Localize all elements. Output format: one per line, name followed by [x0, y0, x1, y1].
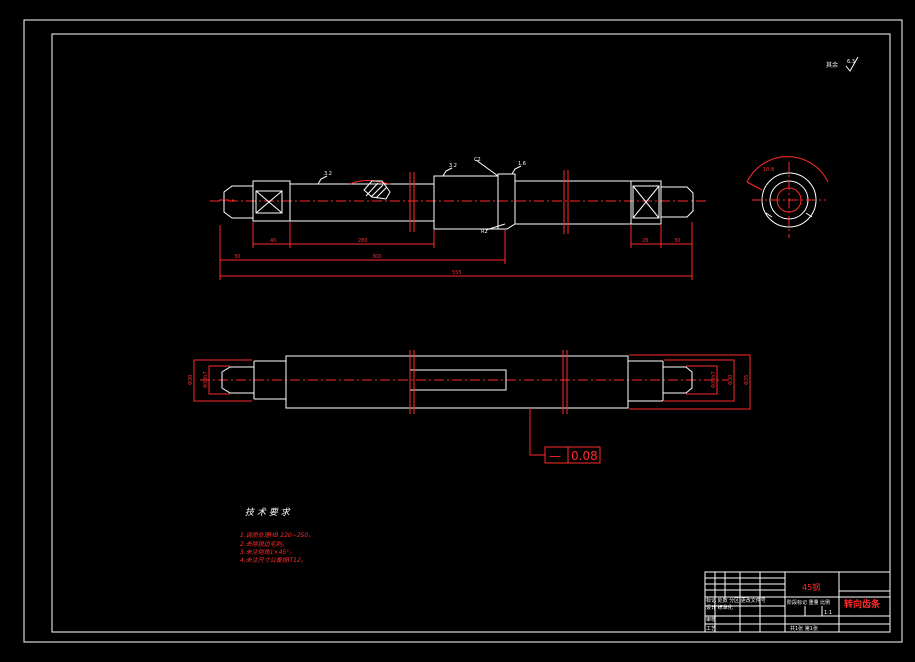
- svg-text:3.2: 3.2: [449, 163, 457, 169]
- tech-requirements: 技 术 要 求 1.调质处理HB 220~250。 2.去除锐边毛刺。 3.未注…: [240, 507, 314, 564]
- svg-text:28: 28: [642, 238, 648, 244]
- tolerance-frame: — 0.08: [544, 446, 601, 464]
- svg-text:C2: C2: [474, 157, 481, 163]
- svg-text:6.3: 6.3: [847, 59, 855, 65]
- svg-text:Φ35: Φ35: [744, 375, 750, 385]
- inner-border: [51, 33, 891, 633]
- svg-text:280: 280: [358, 238, 368, 244]
- tech-requirements-title: 技 术 要 求: [245, 507, 291, 518]
- svg-text:1:1: 1:1: [824, 610, 832, 616]
- svg-text:555: 555: [452, 270, 462, 276]
- svg-text:30: 30: [234, 254, 240, 260]
- part-name: 转向齿条: [844, 598, 881, 610]
- title-block: 45钢 转向齿条 标记 处数 分区 更改文件号 设计 标准化 审核 工艺 阶段标…: [704, 571, 891, 633]
- svg-text:标记 处数 分区 更改文件号: 标记 处数 分区 更改文件号: [706, 597, 766, 604]
- svg-text:Φ30h7: Φ30h7: [711, 371, 717, 388]
- outer-border: [23, 19, 903, 643]
- svg-text:—: —: [549, 449, 561, 463]
- svg-text:1.6: 1.6: [518, 161, 526, 167]
- roughness-general: 其余 6.3: [826, 56, 859, 72]
- svg-text:R2: R2: [481, 229, 488, 235]
- tech-item-4: 4.未注尺寸公差按IT12。: [240, 556, 307, 564]
- svg-text:40: 40: [270, 238, 276, 244]
- front-view: 555 30 300 40 280 28 30 C2 3.2 3.2 1.6 R…: [210, 157, 708, 280]
- svg-text:其余: 其余: [826, 61, 838, 69]
- svg-text:设计 标准化: 设计 标准化: [706, 604, 733, 611]
- svg-text:0.08: 0.08: [571, 449, 598, 463]
- section-view: 10.8: [746, 156, 829, 238]
- svg-text:Φ30: Φ30: [728, 375, 734, 385]
- svg-text:工艺: 工艺: [706, 626, 716, 632]
- svg-text:审核: 审核: [706, 616, 716, 623]
- bottom-view: Φ30 Φ30h7 Φ30h7 Φ30 Φ35: [188, 350, 751, 456]
- svg-text:30: 30: [674, 238, 680, 244]
- svg-text:Φ30: Φ30: [188, 375, 194, 385]
- material: 45钢: [802, 582, 820, 592]
- svg-text:阶段标记 重量 比例: 阶段标记 重量 比例: [787, 599, 830, 606]
- tech-item-3: 3.未注倒角1×45°。: [240, 548, 295, 556]
- svg-text:300: 300: [372, 254, 382, 260]
- tech-item-2: 2.去除锐边毛刺。: [240, 540, 288, 548]
- svg-text:Φ30h7: Φ30h7: [203, 371, 209, 388]
- svg-text:共1张 第1张: 共1张 第1张: [790, 625, 818, 632]
- tech-item-1: 1.调质处理HB 220~250。: [240, 531, 314, 539]
- svg-text:3.2: 3.2: [324, 171, 332, 177]
- svg-text:10.8: 10.8: [763, 167, 774, 173]
